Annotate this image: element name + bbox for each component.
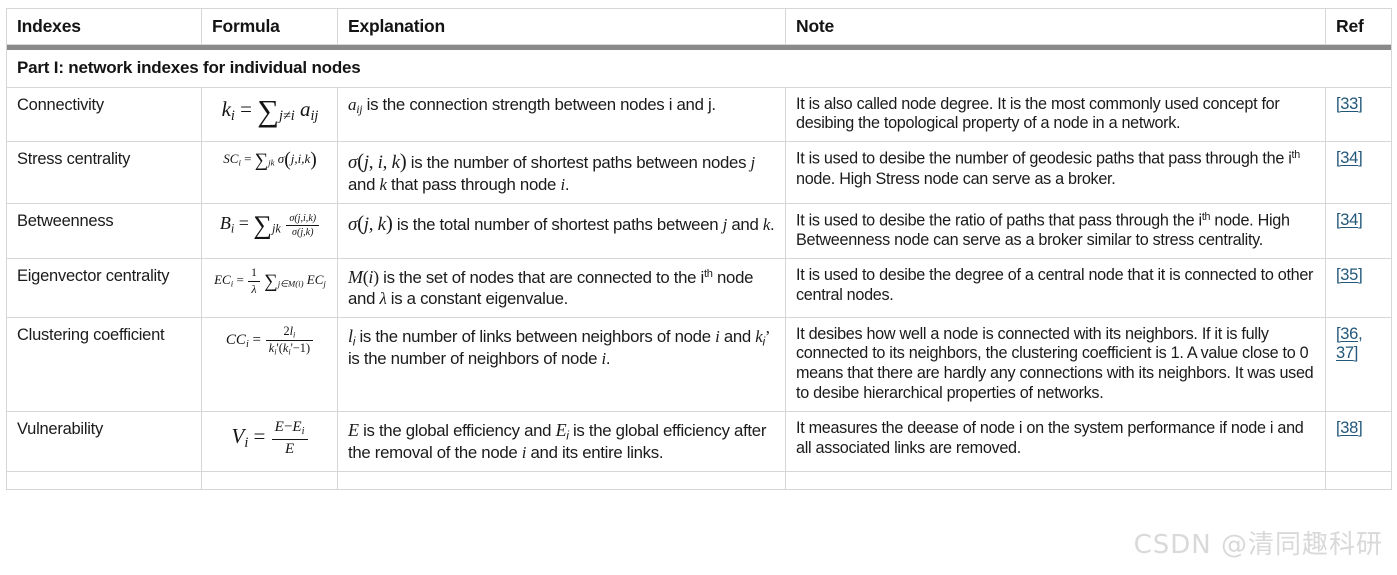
table-header: Indexes Formula Explanation Note Ref — [6, 8, 1392, 45]
index-name: Clustering coefficient — [6, 316, 202, 413]
ref-number[interactable]: 33 — [1340, 94, 1359, 113]
ref-number[interactable]: 34 — [1340, 149, 1359, 168]
partial-cell-index — [6, 470, 202, 490]
csdn-watermark: CSDN @清同趣科研 — [1133, 530, 1383, 560]
note-text: It is used to desibe the ratio of paths … — [785, 202, 1326, 260]
ref-number[interactable]: 37 — [1336, 344, 1354, 362]
index-name: Eigenvector centrality — [6, 258, 202, 318]
column-header-explanation: Explanation — [337, 8, 786, 45]
table-row: Connectivity ki = ∑j≠i aij aij is the co… — [6, 86, 1392, 143]
ref-number[interactable]: 36 — [1340, 324, 1359, 343]
column-header-ref: Ref — [1325, 8, 1392, 45]
header-rule-bar — [6, 44, 1392, 50]
ref-link[interactable]: [35] — [1325, 258, 1392, 318]
note-text: It is used to desibe the number of geode… — [785, 141, 1326, 204]
partial-cell-note — [785, 470, 1326, 490]
formula-stress-centrality: SCi = ∑jk σ(j,i,k) — [201, 141, 338, 204]
index-name: Connectivity — [6, 86, 202, 143]
network-indexes-table: Indexes Formula Explanation Note Ref Par… — [6, 8, 1392, 490]
table-row: Stress centrality SCi = ∑jk σ(j,i,k) σ(j… — [6, 141, 1392, 204]
column-header-indexes: Indexes — [6, 8, 202, 45]
partial-cell-formula — [201, 470, 338, 490]
header-rule — [6, 44, 1392, 50]
partial-cell-ref — [1325, 470, 1392, 490]
column-header-note: Note — [785, 8, 1326, 45]
ref-link[interactable]: [38] — [1325, 411, 1392, 472]
index-name: Stress centrality — [6, 141, 202, 204]
header-row: Indexes Formula Explanation Note Ref — [6, 8, 1392, 45]
explanation-text: σ(j, k) is the total number of shortest … — [337, 202, 786, 260]
column-header-formula: Formula — [201, 8, 338, 45]
ref-link[interactable]: [33] — [1325, 86, 1392, 143]
index-name: Betweenness — [6, 202, 202, 260]
ref-link[interactable]: [34] — [1325, 202, 1392, 260]
table-row: Betweenness Bi = ∑jk σ(j,i,k)σ(j,k) σ(j,… — [6, 202, 1392, 260]
explanation-text: σ(j, i, k) is the number of shortest pat… — [337, 141, 786, 204]
index-name: Vulnerability — [6, 411, 202, 472]
section-title: Part I: network indexes for individual n… — [6, 49, 1392, 88]
note-text: It measures the deease of node i on the … — [785, 411, 1326, 472]
formula-connectivity: ki = ∑j≠i aij — [201, 86, 338, 143]
formula-betweenness: Bi = ∑jk σ(j,i,k)σ(j,k) — [201, 202, 338, 260]
section-row-part-1: Part I: network indexes for individual n… — [6, 49, 1392, 88]
ref-number[interactable]: 34 — [1340, 210, 1359, 229]
explanation-text: E is the global efficiency and Ei is the… — [337, 411, 786, 472]
explanation-text: M(i) is the set of nodes that are connec… — [337, 258, 786, 318]
table-body: Part I: network indexes for individual n… — [6, 44, 1392, 490]
note-text: It is used to desibe the degree of a cen… — [785, 258, 1326, 318]
ref-number[interactable]: 38 — [1340, 419, 1359, 438]
ref-link[interactable]: [34] — [1325, 141, 1392, 204]
partial-cell-explanation — [337, 470, 786, 490]
ref-link[interactable]: [36,37] — [1325, 316, 1392, 413]
note-text: It is also called node degree. It is the… — [785, 86, 1326, 143]
explanation-text: li is the number of links between neighb… — [337, 316, 786, 413]
note-text: It desibes how well a node is connected … — [785, 316, 1326, 413]
ref-number[interactable]: 35 — [1340, 266, 1359, 285]
table-row-partial — [6, 470, 1392, 490]
explanation-text: aij is the connection strength between n… — [337, 86, 786, 143]
